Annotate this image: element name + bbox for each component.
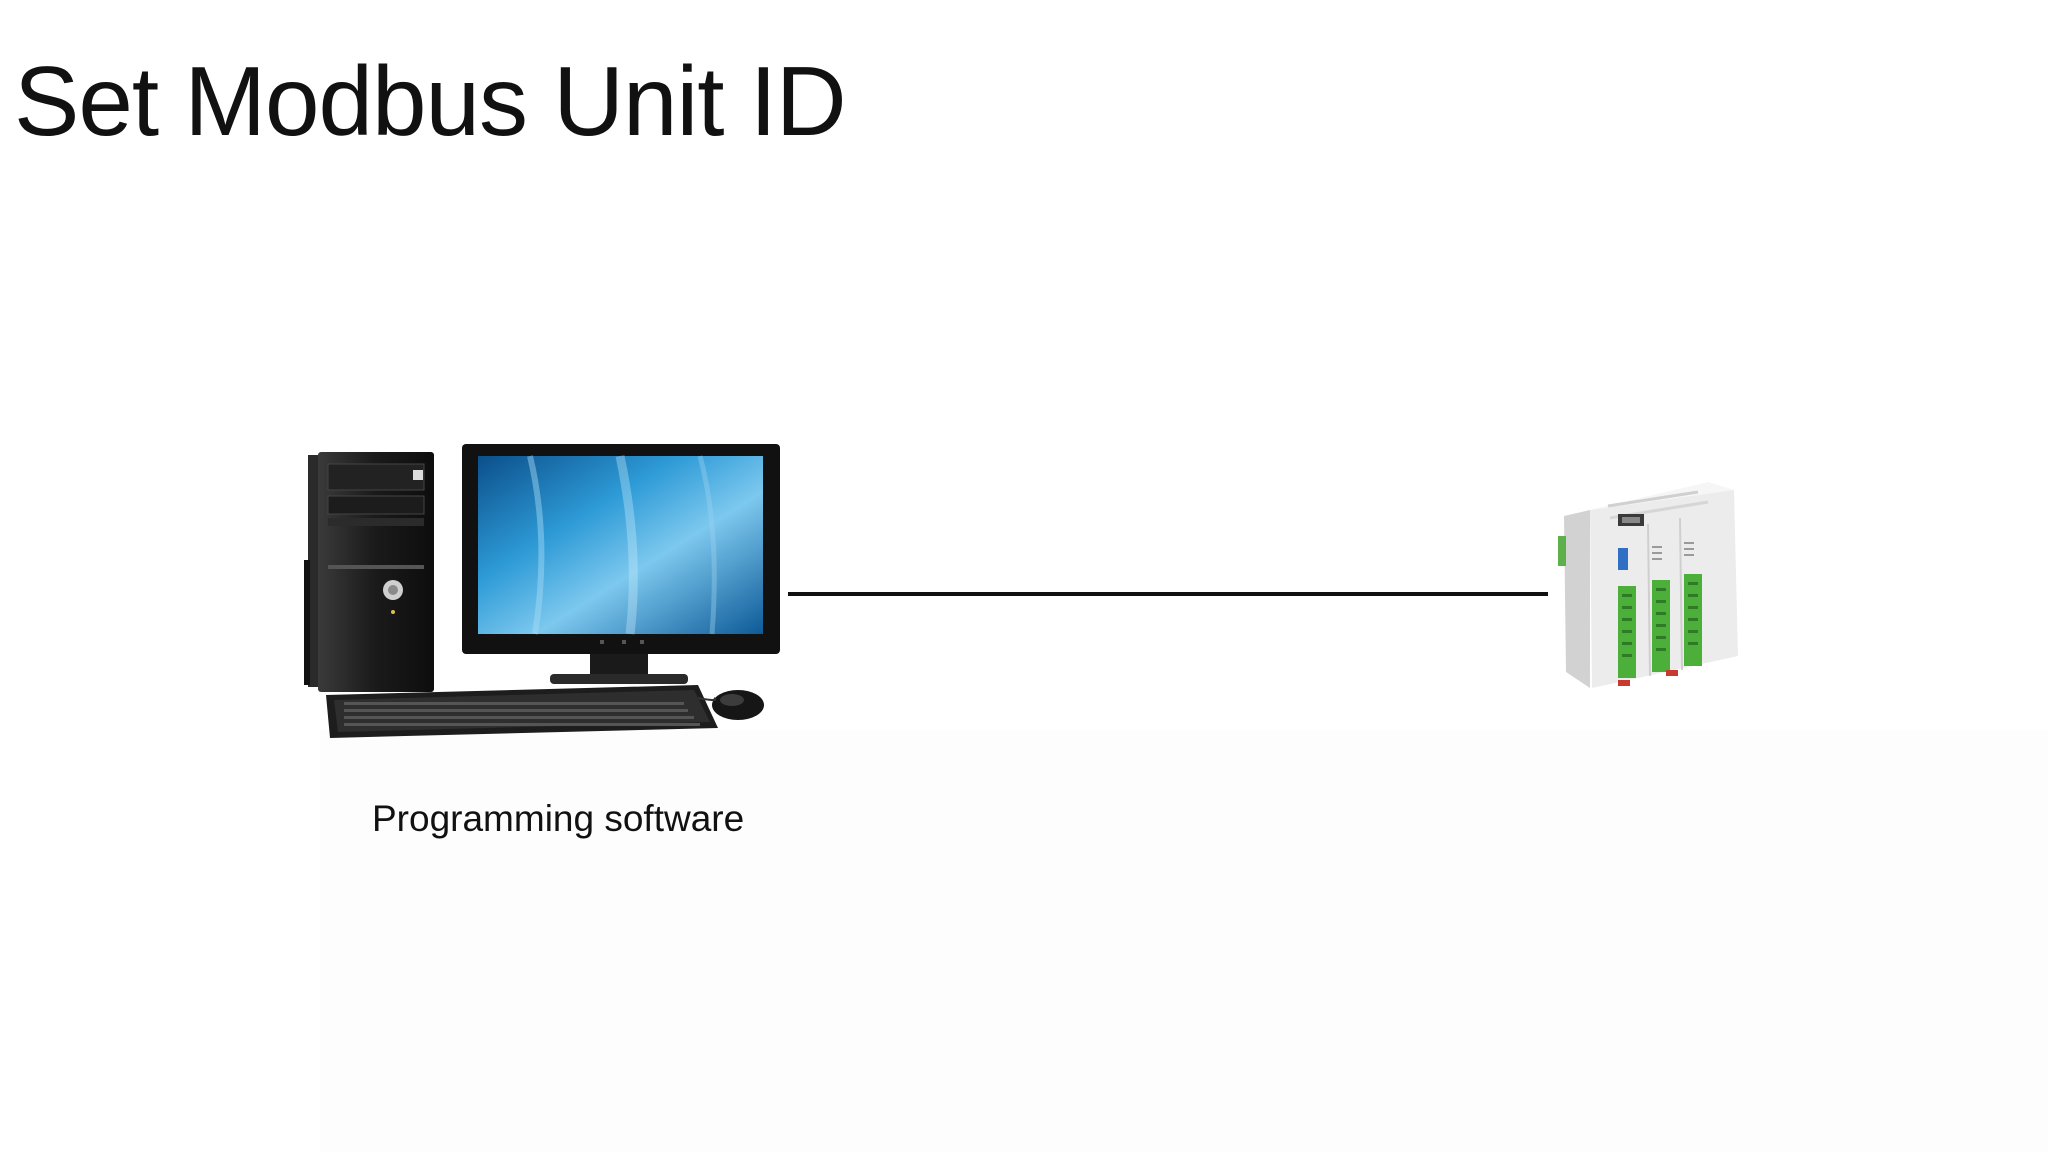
page-title: Set Modbus Unit ID (14, 52, 846, 150)
connection-line (788, 592, 1548, 596)
desktop-computer-icon (300, 440, 790, 745)
computer-caption: Programming software (372, 800, 744, 837)
plc-controller-icon (1548, 476, 1748, 736)
background-panel (320, 730, 2048, 1152)
